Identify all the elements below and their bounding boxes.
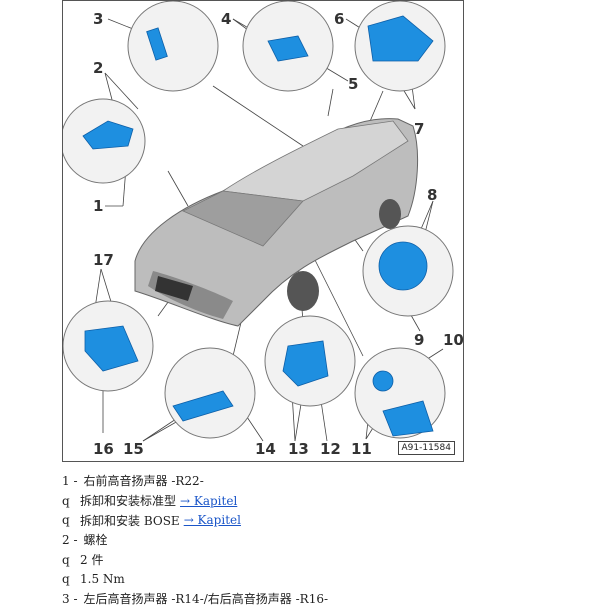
item-2: 2 - 螺栓 <box>62 532 108 548</box>
bullet-remove-standard: q 拆卸和安装标准型 → Kapitel <box>62 493 238 509</box>
figure-code: A91-11584 <box>397 441 455 455</box>
parts-illustration: 3 2 1 4 5 6 7 8 9 10 17 16 15 14 13 12 1… <box>62 0 464 462</box>
callout-11: 11 <box>351 440 372 458</box>
callout-8: 8 <box>427 186 438 204</box>
callout-16: 16 <box>93 440 114 458</box>
callout-6: 6 <box>334 10 345 28</box>
kapitel-link[interactable]: → Kapitel <box>180 493 238 508</box>
callout-14: 14 <box>255 440 276 458</box>
parts-list: 1 - 右前高音扬声器 -R22- q 拆卸和安装标准型 → Kapitel q… <box>62 471 582 609</box>
item-3: 3 - 左后高音扬声器 -R14-/右后高音扬声器 -R16- <box>62 591 329 607</box>
callout-13: 13 <box>288 440 309 458</box>
callout-12: 12 <box>320 440 341 458</box>
kapitel-link[interactable]: → Kapitel <box>183 513 241 528</box>
callout-17: 17 <box>93 251 114 269</box>
bullet-remove-bose: q 拆卸和安装 BOSE → Kapitel <box>62 513 241 528</box>
callout-7: 7 <box>414 120 425 138</box>
callout-1: 1 <box>93 197 104 215</box>
callout-4: 4 <box>221 10 232 28</box>
item-1: 1 - 右前高音扬声器 -R22- <box>62 473 204 489</box>
bullet-quantity: q 2 件 <box>62 552 104 568</box>
car-speaker-diagram <box>63 1 454 442</box>
callout-5: 5 <box>348 75 359 93</box>
car-body <box>134 118 419 327</box>
callout-9: 9 <box>414 331 425 349</box>
callout-10: 10 <box>443 331 464 349</box>
callout-2: 2 <box>93 59 104 77</box>
callout-3: 3 <box>93 10 104 28</box>
callout-15: 15 <box>123 440 144 458</box>
bullet-torque: q 1.5 Nm <box>62 572 125 587</box>
